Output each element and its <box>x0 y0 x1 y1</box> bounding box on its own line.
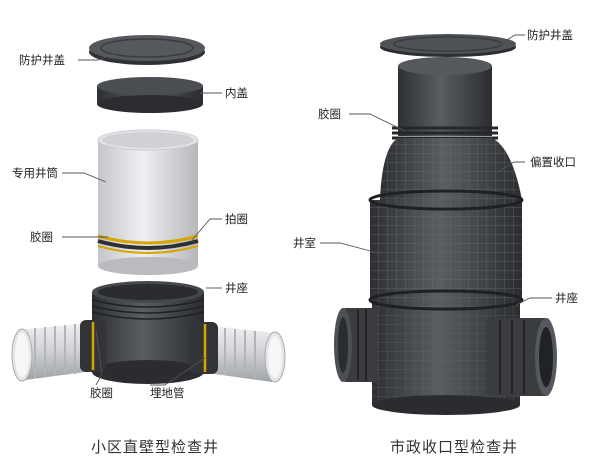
left-manhole-assembly <box>11 35 286 384</box>
right-offset-collar <box>380 138 522 200</box>
leader-right-base <box>515 297 552 306</box>
label-left-clamp-ring: 拍圈 <box>225 212 248 226</box>
right-base-port-right <box>486 318 557 396</box>
leader-left-clamp <box>191 218 222 241</box>
label-left-protective-cover: 防护井盖 <box>19 53 65 67</box>
label-left-base-gasket: 胶圈 <box>90 386 113 400</box>
leader-left-base-gasket <box>95 329 103 386</box>
left-barrel <box>97 129 199 275</box>
label-right-offset-collar: 偏置收口 <box>530 155 576 169</box>
label-right-base: 井座 <box>555 291 578 305</box>
label-left-barrel: 专用井筒 <box>12 166 58 180</box>
caption-left: 小区直壁型检查井 <box>91 438 220 456</box>
right-base <box>334 289 557 415</box>
leader-right-gasket <box>349 113 406 132</box>
label-left-inner-cover: 内盖 <box>225 86 248 100</box>
left-buried-pipe-right <box>200 325 286 383</box>
label-right-protective-cover: 防护井盖 <box>527 28 573 42</box>
right-base-port-left <box>334 308 378 382</box>
leader-right-cover <box>499 34 525 45</box>
leader-lines <box>62 34 552 386</box>
left-inner-cover <box>97 77 203 113</box>
right-protective-cover <box>380 34 516 57</box>
left-protective-cover <box>89 35 205 65</box>
label-right-chamber: 井室 <box>293 236 316 250</box>
right-manhole-assembly <box>334 34 557 415</box>
left-base <box>11 281 286 384</box>
leader-right-chamber <box>320 242 379 254</box>
label-left-buried-pipe: 埋地管 <box>150 386 185 400</box>
label-left-base: 井座 <box>225 281 248 295</box>
label-right-gasket: 胶圈 <box>318 107 341 121</box>
leader-right-offset <box>497 161 525 173</box>
right-riser <box>392 57 498 140</box>
leader-left-barrel <box>62 172 107 183</box>
leader-left-cover <box>78 51 121 61</box>
label-left-gasket: 胶圈 <box>30 230 53 244</box>
right-chamber <box>368 189 524 300</box>
caption-right: 市政收口型检查井 <box>390 438 519 456</box>
leader-left-pipe <box>150 357 206 386</box>
